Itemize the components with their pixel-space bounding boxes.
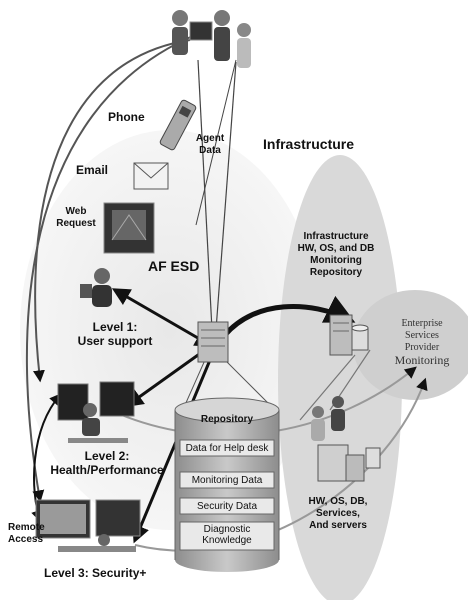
people-icon [172, 10, 251, 68]
agent-line-1 [197, 59, 213, 331]
arrow-level3 [132, 359, 212, 544]
remote-curve-arrow [25, 34, 196, 503]
repository-cylinder [174, 397, 280, 572]
infra-line-1 [299, 354, 356, 421]
repository-layer: Diagnostic Knowledge [202, 524, 252, 546]
user-icon [80, 268, 112, 307]
level3-label: Level 3: Security+ [44, 566, 147, 580]
arrow-to-infra-repo [223, 295, 356, 337]
database-icon [351, 324, 369, 351]
web-request-icon [103, 202, 155, 254]
agent-line-2 [215, 61, 237, 331]
email-label: Email [76, 163, 109, 177]
people-icon [311, 396, 345, 441]
arrow-level2 [125, 348, 206, 408]
level1-label: Level 1:User support [77, 320, 153, 348]
envelope-icon [133, 162, 169, 190]
server-icon [329, 314, 353, 356]
server-icon [317, 444, 381, 482]
server-icon [197, 321, 229, 363]
repository-cone [184, 359, 271, 406]
enterprise-region [353, 290, 468, 400]
repository-layer: Security Data [196, 501, 258, 512]
phone-label: Phone [108, 110, 145, 124]
email-line [195, 59, 237, 226]
level2-label: Level 2:Health/Performance [50, 449, 164, 477]
servers-label: HW, OS, DB,Services,And servers [308, 496, 368, 531]
phone-icon [159, 99, 197, 151]
monitor-icon [35, 499, 141, 552]
infrastructure-label: Infrastructure [263, 136, 355, 152]
monitor-icon [57, 381, 135, 443]
infrastructure-region [278, 155, 402, 600]
repository-layer: Data for Help desk [185, 443, 269, 454]
phone-curve-arrow [32, 39, 191, 383]
arrow-level1 [111, 288, 214, 347]
repository-title: Repository [200, 414, 254, 425]
repository-layer: Monitoring Data [191, 475, 263, 486]
af-esd-label: AF ESD [148, 258, 200, 274]
